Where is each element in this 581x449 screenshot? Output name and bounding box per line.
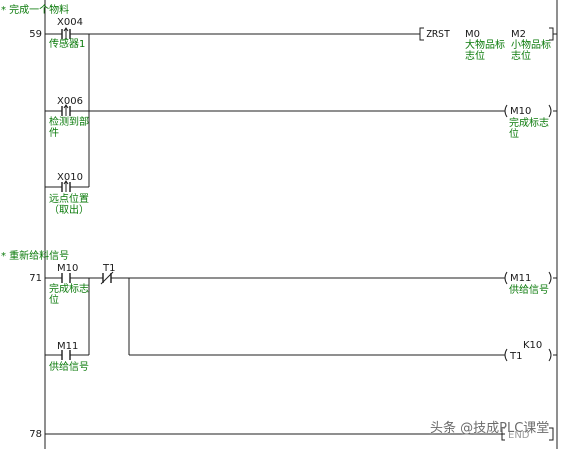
contact-x010-edge-head xyxy=(63,180,69,185)
step-number-78: 78 xyxy=(29,429,42,440)
coil-m10-label: M10 xyxy=(510,106,532,117)
coil-m11-left-arc xyxy=(504,271,508,285)
contact-x004-edge-head xyxy=(63,27,69,32)
coil-m10-right-arc xyxy=(548,104,552,118)
coil-m11-right-arc xyxy=(548,271,552,285)
contact-m10-comment-1: 完成标志 xyxy=(49,284,89,295)
contact-m10-comment-2: 位 xyxy=(49,295,59,306)
zrst-right-bracket xyxy=(549,27,554,41)
section-comment-completion: * 完成一个物料 xyxy=(1,5,70,16)
coil-m10-left-arc xyxy=(504,104,508,118)
contact-x010-label: X010 xyxy=(57,172,83,183)
zrst-left-bracket xyxy=(419,27,424,41)
watermark: 头条 @技成PLC课堂 xyxy=(430,421,550,436)
contact-x004-comment: 传感器1 xyxy=(49,39,86,50)
contact-m10-label: M10 xyxy=(57,263,79,274)
end-left-bracket xyxy=(501,427,505,441)
contact-x006-comment-2: 件 xyxy=(49,128,59,139)
contact-m11-label: M11 xyxy=(57,341,79,352)
contact-x006-edge-head xyxy=(63,104,69,109)
step-number-59: 59 xyxy=(29,29,42,40)
end-instruction: END xyxy=(508,430,530,441)
contact-x006-comment-1: 检测到部 xyxy=(49,117,89,128)
contact-x004-label: X004 xyxy=(57,17,83,28)
contact-x010-comment-2: （取出） xyxy=(49,205,89,216)
timer-t1-label: T1 xyxy=(510,351,523,362)
coil-m10-comment-2: 位 xyxy=(509,129,519,140)
contact-t1-slash xyxy=(100,271,114,285)
contact-x006-label: X006 xyxy=(57,96,83,107)
zrst-m2-comment-1: 小物品标 xyxy=(511,40,551,51)
step-number-71: 71 xyxy=(29,273,42,284)
coil-m11-comment: 供给信号 xyxy=(509,285,549,296)
end-right-bracket xyxy=(549,427,554,441)
coil-t1-left-arc xyxy=(504,348,508,362)
contact-t1-label: T1 xyxy=(103,263,116,274)
zrst-operand-m2: M2 xyxy=(511,29,526,40)
contact-m11-comment: 供给信号 xyxy=(49,362,89,373)
coil-m11-label: M11 xyxy=(510,273,532,284)
zrst-m2-comment-2: 志位 xyxy=(511,51,531,62)
coil-m10-comment-1: 完成标志 xyxy=(509,118,549,129)
contact-x010-comment-1: 远点位置 xyxy=(49,194,89,205)
zrst-instruction: ZRST xyxy=(426,29,451,40)
zrst-operand-m0: M0 xyxy=(465,29,480,40)
zrst-m0-comment-2: 志位 xyxy=(465,51,485,62)
zrst-m0-comment-1: 大物品标 xyxy=(465,40,505,51)
section-comment-refeed: * 重新给料信号 xyxy=(1,251,70,262)
timer-t1-preset: K10 xyxy=(523,340,543,351)
coil-t1-right-arc xyxy=(548,348,552,362)
